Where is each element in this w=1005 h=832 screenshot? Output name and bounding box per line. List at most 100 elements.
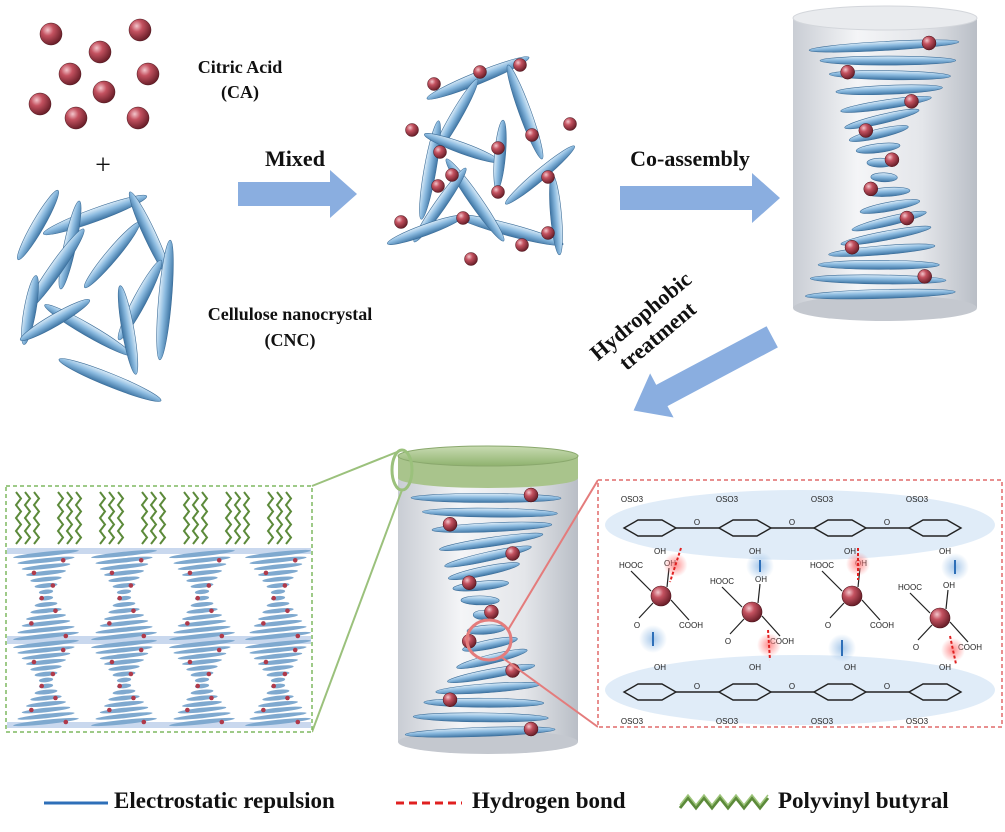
ca-particle [295, 633, 301, 639]
cnc-rod [13, 549, 79, 559]
carboxyl-label: COOH [679, 621, 703, 630]
cnc-rod [245, 549, 311, 559]
ca-particle [863, 181, 879, 197]
bond [861, 599, 881, 621]
bond [729, 618, 745, 635]
cnc-rod [190, 689, 214, 695]
cnc-rod [809, 274, 947, 285]
legend-pvb-zigzag-hi [679, 793, 769, 807]
cnc-rod [21, 563, 71, 570]
sulfate-label: OSO3 [811, 495, 834, 504]
cnc-rod [17, 556, 75, 565]
pvb-chain [56, 491, 65, 545]
ca-particle [405, 123, 419, 137]
sulfate-label: OSO3 [906, 495, 929, 504]
cnc-rod [835, 84, 943, 96]
cnc-rod [177, 620, 227, 627]
bond [949, 621, 969, 643]
cnc-rod [13, 639, 79, 649]
cnc-rod [194, 677, 210, 683]
cnc-rod [182, 569, 222, 576]
cnc-rod [855, 142, 901, 154]
cnc-rod [91, 639, 157, 649]
ca-particle [523, 721, 539, 737]
cnc-rod [26, 700, 66, 708]
ca-particle [185, 621, 190, 626]
ca-particle [515, 238, 529, 252]
legend-electrostatic-text: Electrostatic repulsion [114, 788, 335, 813]
hydroxyl-label: OH [654, 663, 666, 672]
hydroxyl-label: OH [844, 547, 856, 556]
cnc-rod [848, 125, 909, 142]
cnc-rod [431, 521, 553, 533]
oxo-label: O [725, 637, 731, 646]
pvb-chain [98, 491, 107, 545]
ca-particle [442, 692, 458, 707]
cnc-rod [253, 706, 303, 714]
cnc-rod [859, 199, 921, 214]
cnc-rod [95, 625, 153, 634]
ca-particle [917, 269, 932, 284]
co-assembly-arrow [620, 173, 780, 223]
cnc-rod [91, 717, 157, 727]
carboxyl-label: COOH [770, 637, 794, 646]
red-connector-top [507, 479, 599, 631]
cnc-rod [19, 299, 91, 341]
cnc-rod [26, 614, 66, 621]
cnc-rod [182, 614, 222, 621]
ca-particle [92, 80, 116, 104]
ca-particle [456, 211, 470, 225]
cnc-rod [38, 677, 54, 683]
cnc-rod [253, 652, 303, 660]
ether-o: O [884, 682, 890, 691]
cnc-rod [828, 70, 951, 81]
cnc-rod [194, 589, 210, 595]
carboxyl-label: COOH [958, 643, 982, 652]
cnc-rod [34, 689, 58, 695]
cnc-rod [245, 717, 311, 727]
cnc-rod [91, 631, 157, 641]
ca-particle [840, 64, 855, 80]
ca-particle [525, 128, 539, 142]
ca-particle [899, 210, 915, 226]
cnc-rod [21, 620, 71, 627]
carboxyl-label: HOOC [810, 561, 834, 570]
cnc-rod [262, 665, 294, 671]
hydroxyl-label: OH [749, 663, 761, 672]
cnc-rod [26, 569, 66, 576]
pvb-chain [182, 491, 191, 545]
green-connector-bottom [311, 489, 403, 733]
ca-particle [442, 517, 458, 532]
cnc-rod [116, 589, 132, 595]
bond [670, 599, 690, 621]
ca-particle [31, 659, 37, 665]
cnc-rod [30, 576, 62, 582]
ca-particle [126, 106, 150, 130]
cnc-rod [95, 556, 153, 565]
cnc-rod [840, 225, 932, 246]
ca-particle [464, 252, 478, 266]
ca-particle [282, 671, 288, 677]
pvb-chain [140, 491, 149, 545]
ca-particle [64, 106, 88, 130]
cnc-rod [808, 39, 960, 53]
cnc-rod [34, 601, 58, 607]
ca-particle [491, 185, 505, 199]
ca-particle [39, 595, 45, 601]
ca-particle [884, 152, 900, 167]
pvb-chain [284, 491, 293, 545]
ca-particle [271, 683, 277, 689]
oxo-label: O [825, 621, 831, 630]
cnc-rod [17, 646, 75, 654]
interface-layer [7, 548, 311, 554]
cnc-rod [190, 601, 214, 607]
cnc-rod [412, 712, 549, 723]
glucose-ring [907, 683, 963, 701]
hydrogen-bond [767, 629, 771, 661]
mixed-label: Mixed [265, 146, 325, 171]
ca-particle [209, 695, 214, 701]
ca-particle [491, 141, 505, 155]
ca-particle [128, 18, 152, 42]
cnc-rod [870, 172, 898, 183]
mixed-arrow [238, 170, 357, 218]
